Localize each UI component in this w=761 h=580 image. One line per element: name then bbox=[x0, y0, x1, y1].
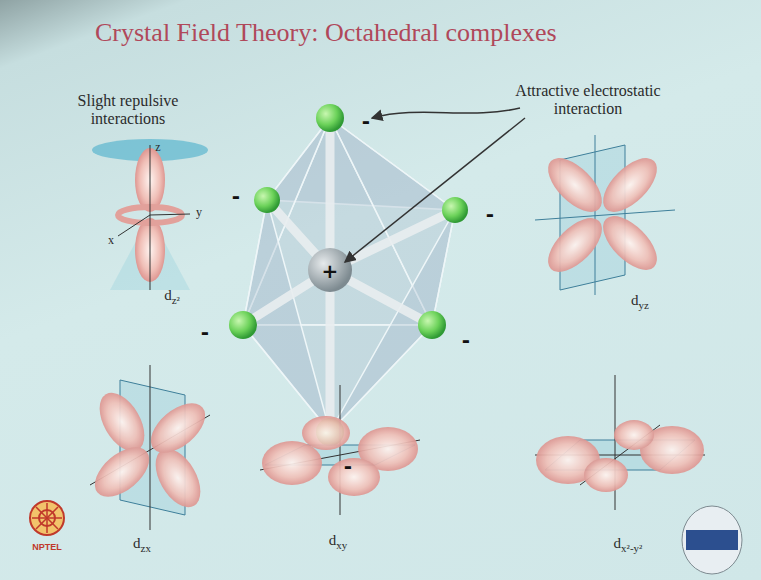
metal-ion bbox=[308, 248, 352, 292]
charge-sign: + bbox=[322, 260, 339, 283]
orbital-label: dz² bbox=[164, 287, 180, 307]
dzx-orbital bbox=[86, 365, 214, 530]
ligands bbox=[229, 104, 468, 446]
axis-label: y bbox=[196, 206, 202, 220]
note: Attractive electrostatic interaction bbox=[501, 82, 676, 119]
octahedron bbox=[243, 118, 455, 432]
institute-logo bbox=[682, 506, 742, 574]
charge-sign: - bbox=[486, 203, 494, 226]
dz2-orbital bbox=[92, 139, 208, 290]
orbital-label: dx²-y² bbox=[614, 535, 643, 555]
charge-sign: - bbox=[344, 455, 352, 478]
slide-title: Crystal Field Theory: Octahedral complex… bbox=[95, 18, 557, 48]
charge-sign: - bbox=[462, 329, 470, 352]
charge-sign: - bbox=[232, 185, 240, 208]
dxy-orbital bbox=[260, 385, 420, 515]
charge-sign: - bbox=[362, 110, 370, 133]
leader-arrow bbox=[372, 108, 520, 118]
orbital-label: dzx bbox=[133, 535, 151, 555]
dx2-y2-orbital bbox=[535, 375, 705, 510]
bonds bbox=[243, 118, 455, 432]
charge-sign: - bbox=[201, 321, 209, 344]
leader-arrow bbox=[345, 118, 525, 262]
note: Slight repulsive interactions bbox=[63, 92, 193, 129]
dyz-orbital bbox=[535, 135, 675, 295]
axis-label: z bbox=[155, 141, 160, 155]
axis-label: x bbox=[108, 234, 114, 248]
logo-text: NPTEL bbox=[32, 542, 62, 552]
orbital-label: dyz bbox=[631, 292, 649, 312]
nptel-logo bbox=[30, 501, 64, 535]
orbital-label: dxy bbox=[329, 532, 348, 552]
